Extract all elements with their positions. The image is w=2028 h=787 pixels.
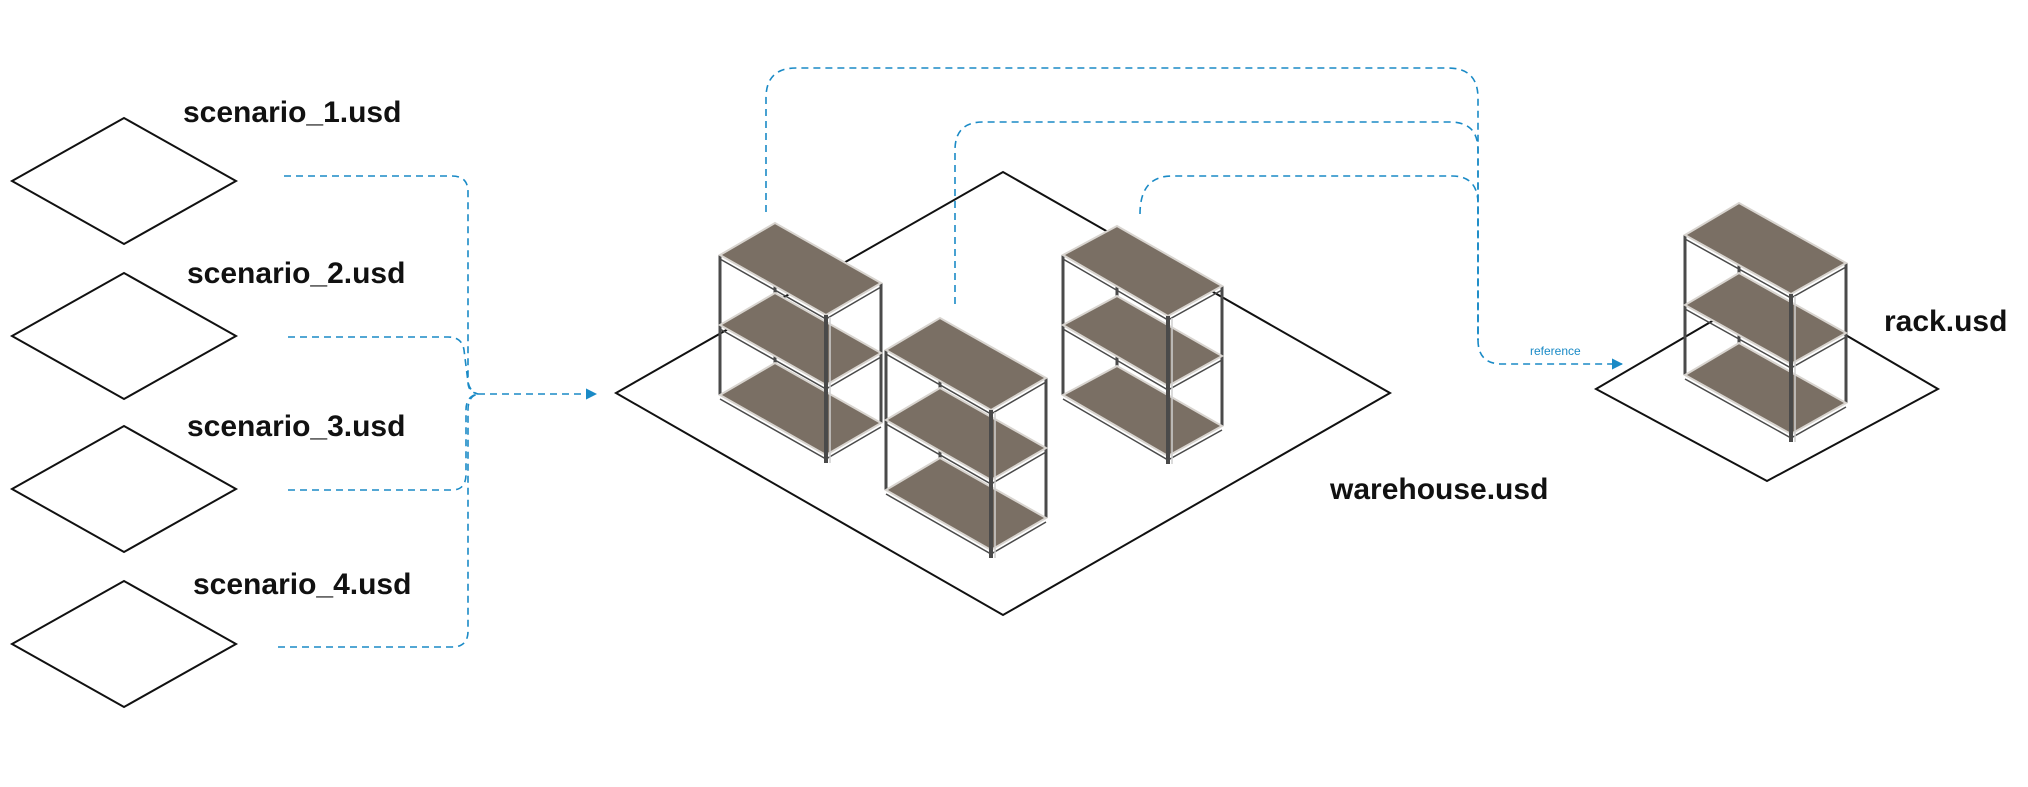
rack-reference-connectors: [765, 67, 1624, 370]
warehouse-rack-2-shelf-2: [884, 386, 1049, 482]
scenario-layers: scenario_1.usd scenario_2.usd scenario_3…: [9, 96, 411, 709]
reference-connector-rack-1: [765, 67, 1479, 340]
scenario-1-diamond: [9, 116, 239, 246]
scenario-connectors: [278, 175, 598, 648]
reference-label: reference: [1530, 344, 1581, 358]
scenario-1-label: scenario_1.usd: [183, 96, 401, 129]
rack-label: rack.usd: [1884, 305, 2007, 338]
warehouse-label: warehouse.usd: [1329, 473, 1548, 506]
scenario-2-diamond: [9, 271, 239, 401]
reference-connector-to-rack: [1477, 339, 1624, 370]
warehouse-rack-3: [1060, 224, 1225, 464]
warehouse-rack-2-shelf-1: [884, 316, 1049, 412]
connector-scenario-4: [278, 393, 479, 648]
scenario-3-label: scenario_3.usd: [187, 410, 405, 443]
warehouse-rack-3-shelf-2: [1060, 294, 1225, 388]
scenario-3-layer: scenario_3.usd: [9, 410, 405, 554]
scenario-4-layer: scenario_4.usd: [9, 568, 411, 709]
rack-asset-shelf-3: [1682, 341, 1849, 436]
reference-connector-rack-3: [1139, 175, 1479, 340]
scenario-2-layer: scenario_2.usd: [9, 257, 405, 401]
scenario-4-diamond: [9, 579, 239, 709]
connector-scenario-2: [288, 336, 479, 395]
warehouse-rack-1: [717, 221, 884, 463]
warehouse-rack-1-shelf-1: [717, 221, 884, 317]
rack-asset-shelf-1: [1682, 201, 1849, 296]
warehouse-rack-1-shelf-2: [717, 291, 884, 387]
rack-asset: [1682, 201, 1849, 442]
connector-scenario-1: [284, 175, 479, 395]
rack-asset-shelf-2: [1682, 271, 1849, 366]
warehouse-rack-1-shelf-3: [717, 361, 884, 457]
warehouse-rack-3-shelf-3: [1060, 364, 1225, 458]
warehouse-rack-3-shelf-1: [1060, 224, 1225, 318]
scenario-2-label: scenario_2.usd: [187, 257, 405, 290]
shelf-units: [717, 201, 1849, 558]
scenario-1-layer: scenario_1.usd: [9, 96, 401, 246]
reference-connector-rack-2: [954, 121, 1479, 340]
warehouse-rack-2: [884, 316, 1049, 558]
scenario-3-diamond: [9, 424, 239, 554]
scenario-4-label: scenario_4.usd: [193, 568, 411, 601]
warehouse-rack-2-shelf-3: [884, 456, 1049, 552]
